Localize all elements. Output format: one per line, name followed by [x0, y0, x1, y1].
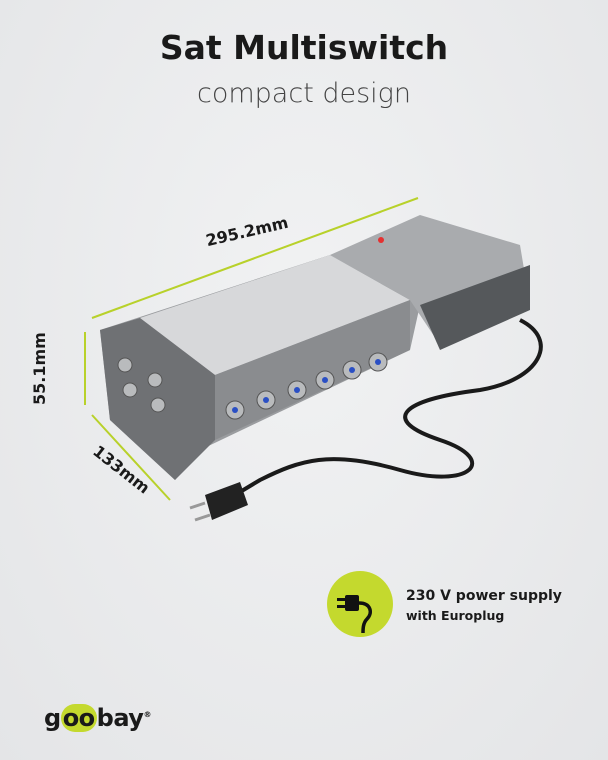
- registered-mark: ®: [143, 710, 151, 719]
- plug-icon: [337, 595, 373, 634]
- power-cable: [233, 318, 543, 497]
- page-title: Sat Multiswitch: [159, 28, 449, 67]
- label-top: [140, 255, 410, 375]
- logo-part: oo: [60, 704, 97, 732]
- europlug: [205, 482, 248, 520]
- dimension-lines: [84, 197, 419, 501]
- logo-part: bay: [96, 704, 144, 732]
- feature-line-1: 230 V power supply: [406, 588, 562, 604]
- page-subtitle: compact design: [197, 78, 411, 109]
- feature-text: 230 V power supply with Europlug: [406, 586, 562, 626]
- feature-badge: [327, 571, 393, 637]
- power-led: [378, 237, 384, 243]
- brand-logo: goobay®: [44, 704, 151, 732]
- logo-part: g: [44, 704, 61, 732]
- feature-line-2: with Europlug: [406, 608, 505, 623]
- f-connectors: [117, 352, 388, 420]
- height-dimension: 55.1mm: [30, 332, 49, 405]
